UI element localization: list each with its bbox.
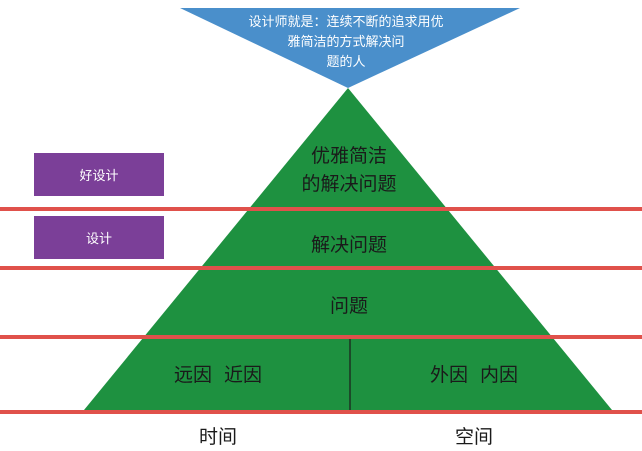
- level-base-right-label: 外因 内因: [430, 364, 518, 386]
- level-top-line-1: 优雅简洁: [311, 145, 387, 167]
- good-design-tag: [34, 153, 164, 196]
- design-tag: [34, 216, 164, 259]
- level-third-label: 问题: [330, 295, 368, 317]
- level-base-left-label: 远因 近因: [174, 364, 262, 386]
- design-tag-label: 设计: [86, 232, 112, 247]
- good-design-tag-label: 好设计: [79, 169, 118, 184]
- divider-lines: [0, 207, 642, 414]
- banner-line-1: 设计师就是：连续不断的追求用优: [248, 14, 443, 30]
- banner-inverted-triangle: [180, 8, 520, 88]
- banner-line-3: 题的人: [326, 54, 365, 70]
- level-second-label: 解决问题: [311, 234, 387, 256]
- axis-space-label: 空间: [455, 426, 493, 448]
- pyramid-triangle: [84, 88, 612, 410]
- axis-time-label: 时间: [199, 426, 237, 448]
- level-top-line-2: 的解决问题: [301, 173, 396, 195]
- banner-line-2: 雅简洁的方式解决问: [287, 34, 404, 50]
